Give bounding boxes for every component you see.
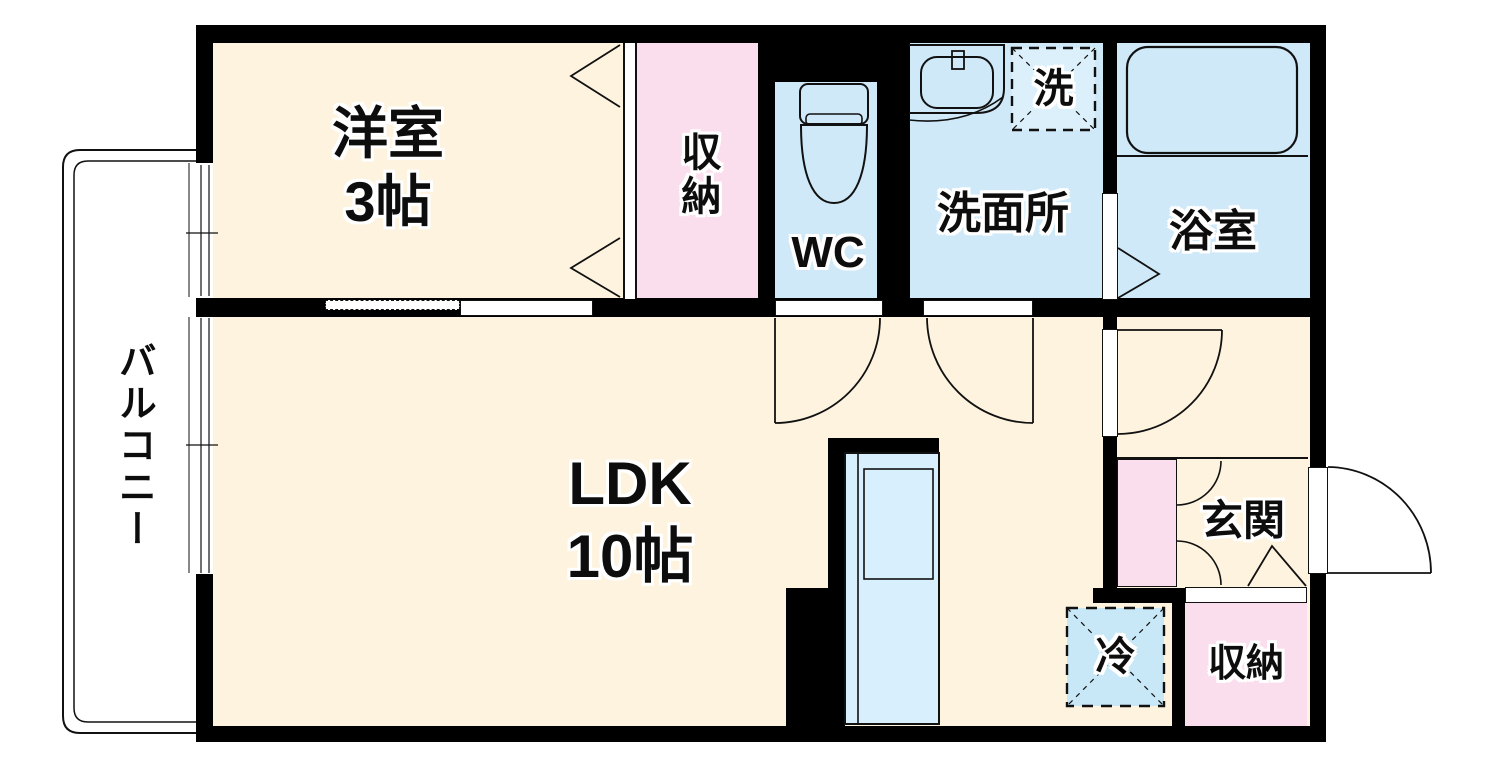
washer-space-icon xyxy=(1010,46,1097,132)
entrance-door-opening xyxy=(1308,467,1328,574)
wall-wc-washroom xyxy=(877,82,910,300)
wall-left-lower xyxy=(196,574,213,742)
wall-left-upper xyxy=(196,25,213,163)
closet-bottom-floor xyxy=(1185,601,1307,726)
sliding-door-panel xyxy=(460,300,593,316)
bathroom-label: 浴室 xyxy=(1169,207,1257,257)
fridge-label: 冷 xyxy=(1095,634,1136,679)
wc-label: WC xyxy=(791,228,865,278)
balcony-label: バルコニー xyxy=(112,340,155,551)
wall-closet-bottom xyxy=(1172,601,1185,726)
wall-closet-wc xyxy=(758,82,775,300)
window-sash-icon xyxy=(186,163,218,573)
wall-kitchen-side xyxy=(828,453,845,726)
wall-hall-lower xyxy=(1103,437,1117,603)
wall-washroom-bath xyxy=(1103,43,1117,193)
closet-top-label: 収納 xyxy=(675,131,720,219)
shoe-cabinet xyxy=(1117,459,1177,587)
wall-hall-upper xyxy=(1103,317,1117,330)
balcony-railing-icon xyxy=(62,149,196,734)
wall-wc-top-block xyxy=(758,25,910,82)
washer-label: 洗 xyxy=(1033,66,1074,111)
closet-top-floor xyxy=(637,43,758,300)
sliding-door-pocket xyxy=(325,300,460,310)
entrance-label: 玄関 xyxy=(1200,497,1285,545)
washroom-door-opening xyxy=(923,300,1033,316)
door-swing-icon xyxy=(774,317,1432,586)
hall-door-opening xyxy=(1102,329,1118,437)
wall-kitchen-bar xyxy=(828,438,939,453)
wall-bottom xyxy=(196,726,1326,742)
closet-top-track xyxy=(623,43,637,299)
toilet-icon xyxy=(799,83,869,205)
closet-bottom-door xyxy=(1185,587,1307,603)
wc-door-opening xyxy=(775,300,883,316)
kitchen-sink-icon xyxy=(844,452,940,725)
washroom-label: 洗面所 xyxy=(937,189,1069,239)
closet-bottom-label: 収納 xyxy=(1207,642,1284,685)
bathroom-floor xyxy=(1117,43,1310,300)
bath-door-opening xyxy=(1102,193,1118,300)
wall-genkan-bar xyxy=(1093,588,1185,603)
folding-door-icon xyxy=(569,44,1307,587)
washbasin-icon xyxy=(908,44,1005,122)
fridge-space-icon xyxy=(1065,606,1166,708)
wc-floor xyxy=(775,82,877,300)
wall-kitchen-block xyxy=(786,588,828,726)
bathtub-icon xyxy=(1117,45,1308,157)
